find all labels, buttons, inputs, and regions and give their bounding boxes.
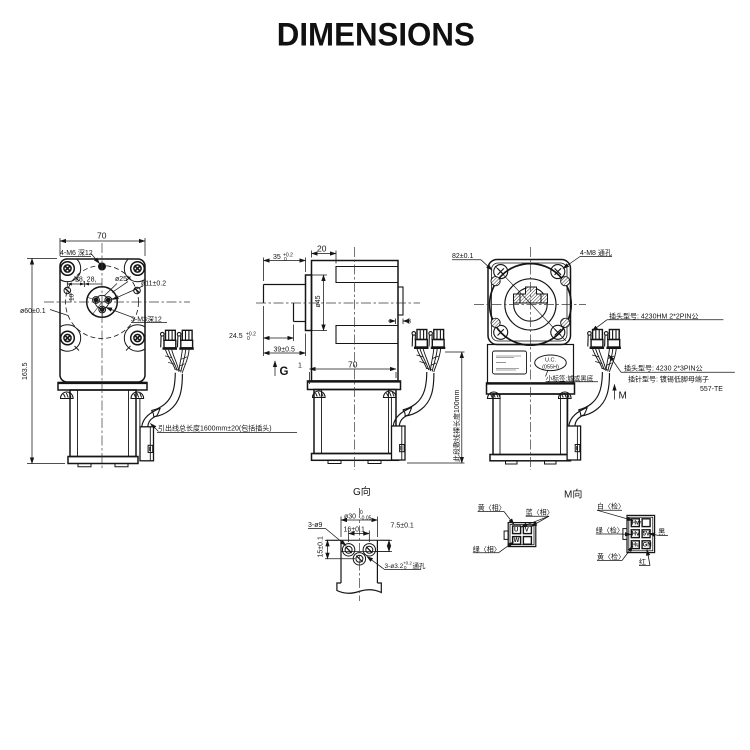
- svg-text:7.5±0.1: 7.5±0.1: [391, 523, 414, 530]
- svg-text:0: 0: [404, 565, 407, 570]
- svg-text:70: 70: [348, 360, 358, 370]
- svg-text:24.5: 24.5: [229, 333, 243, 340]
- svg-text:+0.2: +0.2: [283, 253, 293, 259]
- svg-text:通孔: 通孔: [413, 561, 427, 570]
- svg-text:DIMENSIONS: DIMENSIONS: [277, 17, 475, 53]
- svg-text:V: V: [525, 528, 529, 534]
- svg-text:ø60±0.1: ø60±0.1: [20, 308, 46, 315]
- svg-text:82±0.1: 82±0.1: [452, 253, 473, 260]
- svg-text:ø30: ø30: [344, 514, 356, 521]
- svg-text:ø45: ø45: [315, 295, 322, 307]
- svg-text:U.C.: U.C.: [545, 358, 556, 364]
- svg-text:白〈检〉: 白〈检〉: [597, 502, 625, 511]
- svg-text:G向: G向: [353, 485, 371, 498]
- svg-text:插头型号: 4230HM 2*2PIN公: 插头型号: 4230HM 2*2PIN公: [609, 311, 698, 320]
- svg-text:ø11±0.2: ø11±0.2: [141, 281, 166, 288]
- svg-text:蓝〈相〉: 蓝〈相〉: [526, 508, 554, 517]
- svg-text:G: G: [280, 366, 289, 378]
- svg-text:20: 20: [317, 244, 327, 254]
- svg-text:70: 70: [97, 231, 107, 241]
- svg-text:插头型号: 4230 2*3PIN公: 插头型号: 4230 2*3PIN公: [624, 364, 703, 373]
- svg-text:(055H): (055H): [542, 365, 559, 371]
- svg-text:M: M: [619, 391, 627, 402]
- svg-text:557-TE: 557-TE: [700, 386, 723, 393]
- svg-text:0: 0: [284, 257, 287, 263]
- svg-text:0: 0: [247, 336, 250, 342]
- svg-text:10: 10: [69, 293, 76, 301]
- svg-text:163.5: 163.5: [22, 362, 29, 380]
- svg-text:引出线总长度1600mm±20(包括插头): 引出线总长度1600mm±20(包括插头): [158, 424, 272, 433]
- svg-text:35: 35: [273, 254, 281, 261]
- svg-text:M向: M向: [564, 488, 582, 501]
- svg-text:此段敷线裸长度100mm: 此段敷线裸长度100mm: [452, 389, 461, 462]
- svg-text:4-M8 通孔: 4-M8 通孔: [580, 248, 612, 257]
- svg-text:小标签:城或黑底: 小标签:城或黑底: [546, 374, 594, 383]
- svg-text:红: 红: [639, 557, 646, 566]
- svg-text:39±0.5: 39±0.5: [274, 347, 295, 354]
- svg-text:ø25: ø25: [115, 276, 127, 283]
- svg-text:3-ø3.2: 3-ø3.2: [385, 563, 404, 570]
- svg-text:Hw: Hw: [632, 520, 641, 526]
- svg-text:-0.05: -0.05: [360, 516, 372, 522]
- svg-text:黄〈相〉: 黄〈相〉: [478, 503, 506, 512]
- svg-text:插针型号: 镀锡低脚母端子: 插针型号: 镀锡低脚母端子: [628, 375, 709, 384]
- svg-text:15±0.1: 15±0.1: [318, 536, 325, 557]
- svg-text:绿〈检〉: 绿〈检〉: [596, 526, 624, 535]
- svg-text:+0.2: +0.2: [403, 561, 412, 566]
- svg-text:5V: 5V: [643, 531, 650, 537]
- svg-text:黄〈检〉: 黄〈检〉: [597, 552, 625, 561]
- svg-text:3: 3: [407, 319, 411, 326]
- svg-text:+0.2: +0.2: [246, 332, 256, 338]
- svg-text:1: 1: [298, 363, 302, 370]
- svg-text:3-M3深12: 3-M3深12: [131, 315, 162, 324]
- svg-text:Hv: Hv: [632, 531, 640, 537]
- svg-text:W: W: [514, 538, 520, 544]
- svg-text:28, 28,: 28, 28,: [75, 277, 96, 284]
- svg-text:Hu: Hu: [632, 542, 640, 548]
- svg-text:绿〈相〉: 绿〈相〉: [473, 544, 501, 553]
- svg-text:16±0.1: 16±0.1: [344, 527, 365, 534]
- svg-text:GN: GN: [643, 542, 652, 548]
- svg-text:0: 0: [360, 510, 363, 516]
- svg-text:U: U: [514, 528, 518, 534]
- svg-text:4-M6 深12: 4-M6 深12: [60, 248, 93, 257]
- svg-text:3-ø9: 3-ø9: [308, 522, 323, 529]
- svg-text:黑: 黑: [658, 528, 665, 536]
